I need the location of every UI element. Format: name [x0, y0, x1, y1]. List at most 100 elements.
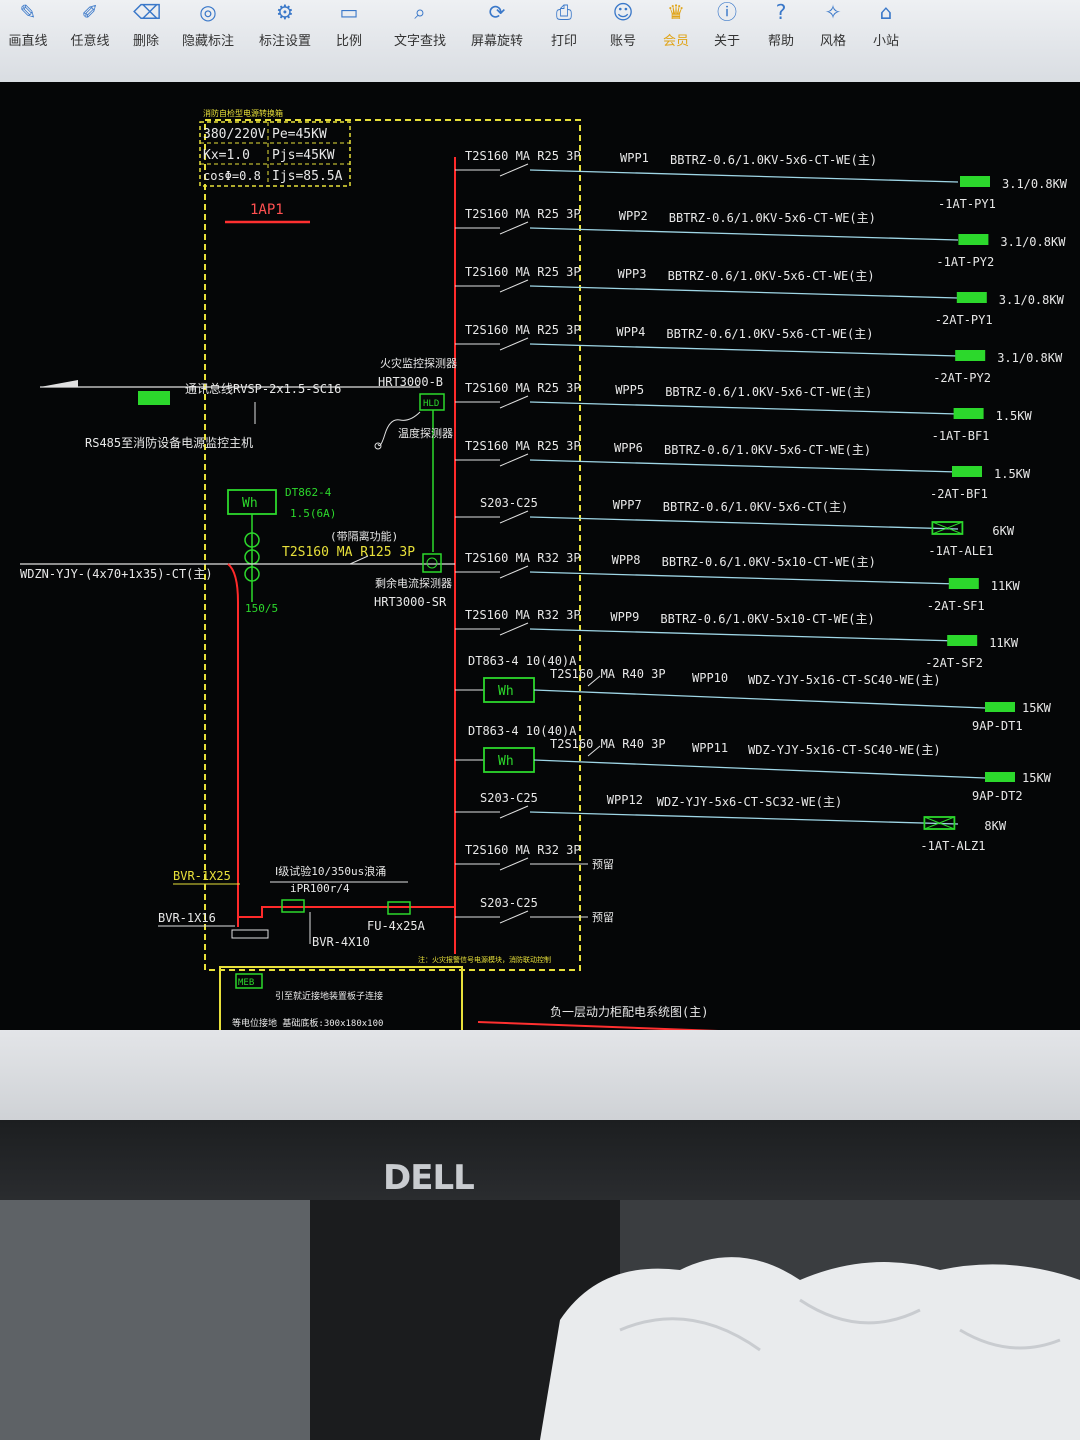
toolbar-label: 标注设置: [258, 34, 311, 49]
breaker-contact: [499, 510, 529, 524]
toolbar-label: 风格: [819, 34, 846, 49]
fuse-label: FU-4x25A: [367, 919, 426, 933]
toolbar-label: 删除: [132, 34, 159, 49]
feeder-cable: BBTRZ-0.6/1.0KV-5x6-CT-WE(主): [666, 327, 873, 341]
feeder-breaker-label: T2S160 MA R32 3P: [465, 551, 581, 565]
toolbar-button-1[interactable]: ✐任意线: [54, 0, 126, 80]
breaker-contact: [499, 337, 529, 351]
feeder-destination: -2AT-PY1: [935, 313, 993, 327]
toolbar-label: 关于: [713, 34, 740, 49]
feeder-id: WPP6: [614, 441, 643, 455]
fire-detector-title: 火灾监控探测器: [380, 356, 457, 370]
toolbar-button-13[interactable]: ✧ 风格: [797, 0, 869, 80]
station-icon: ⌂: [879, 0, 893, 24]
breaker-contact: [499, 279, 529, 293]
settings-icon: ⚙: [276, 0, 294, 24]
feeder-id: WPP1: [620, 151, 649, 165]
feeder-cable: BBTRZ-0.6/1.0KV-5x6-CT-WE(主): [668, 269, 875, 283]
feeder-load: 3.1/0.8KW: [1000, 235, 1066, 249]
feeder-load: 1.5KW: [996, 409, 1033, 423]
bvr-main-label: BVR-1X25: [173, 869, 231, 883]
feeder-cable: BBTRZ-0.6/1.0KV-5x6-CT-WE(主): [670, 153, 877, 167]
param-ijs: Ijs=85.5A: [272, 169, 343, 184]
feeder-breaker-label: T2S160 MA R25 3P: [465, 149, 581, 163]
top-note: 消防自检型电源转换箱: [203, 108, 283, 118]
vip-icon: ♛: [667, 0, 685, 24]
feeder-breaker-label: S203-C25: [480, 496, 538, 510]
ct-ratio: 150/5: [245, 602, 278, 615]
toolbar-label: 屏幕旋转: [470, 34, 523, 49]
load-symbol: [958, 234, 989, 245]
toolbar-button-6[interactable]: ⌕文字查找: [384, 0, 456, 80]
toolbar-button-3[interactable]: ◎隐藏标注: [172, 0, 244, 80]
breaker-contact: [499, 857, 529, 871]
toolbar-button-5[interactable]: ▭比例: [313, 0, 385, 80]
feeder-destination: -1AT-PY2: [936, 255, 994, 269]
main-breaker-note: (带隔离功能): [330, 529, 398, 543]
toolbar-button-8[interactable]: ⎙打印: [528, 0, 600, 80]
load-symbol: [960, 176, 990, 187]
toolbar-button-9[interactable]: ☺ 账号: [587, 0, 659, 80]
feeder-destination: -2AT-SF1: [927, 599, 985, 613]
toolbar-label: 会员: [662, 34, 689, 49]
toolbar-label: 账号: [609, 34, 636, 49]
feeder-id: WPP9: [610, 610, 639, 624]
drawing-title: 负一层动力柜配电系统图(主): [550, 1005, 708, 1019]
feeder-meter-model: DT863-4 10(40)A: [468, 724, 577, 738]
toolbar-button-14[interactable]: ⌂小站: [850, 0, 922, 80]
feeder-id: WPP4: [616, 325, 645, 339]
panel-enclosure: [204, 119, 581, 971]
toolbar-button-0[interactable]: ✎画直线: [0, 0, 64, 80]
hld-box: [419, 393, 445, 411]
help-icon: ?: [775, 0, 787, 24]
feeder-destination: -2AT-BF1: [930, 487, 988, 501]
feeder-cable: WDZ-YJY-5x16-CT-SC40-WE(主): [748, 743, 941, 757]
toolbar-button-10[interactable]: ♛ 会员: [640, 0, 712, 80]
monitor-bezel: [0, 1120, 1080, 1200]
breaker-contact: [499, 565, 529, 579]
user-icon: ☺: [612, 0, 634, 24]
cad-drawing-canvas[interactable]: 消防自检型电源转换箱 380/220V Pe=45KW Kx=1.0 Pjs=4…: [0, 82, 1080, 1044]
feeder-load: 11KW: [991, 579, 1021, 593]
feeder-cable: WDZ-YJY-5x16-CT-SC40-WE(主): [748, 673, 941, 687]
spare-label: 预留: [592, 858, 614, 871]
toolbar-button-4[interactable]: ⚙ 标注设置: [249, 0, 321, 80]
param-table: [199, 121, 351, 187]
rotate-icon: ⟳: [488, 0, 506, 24]
toolbar-button-2[interactable]: ⌫删除: [110, 0, 182, 80]
palette-icon: ✧: [824, 0, 842, 24]
feeder-destination: -1AT-BF1: [932, 429, 990, 443]
toolbar-label: 帮助: [767, 34, 794, 49]
panel-name: 1AP1: [250, 202, 284, 218]
pen-icon: ✐: [81, 0, 99, 24]
feeder-cable: BBTRZ-0.6/1.0KV-5x6-CT-WE(主): [669, 211, 876, 225]
load-symbol: [952, 466, 982, 477]
feeder-cable: BBTRZ-0.6/1.0KV-5x6-CT(主): [663, 500, 848, 514]
feeder-id: WPP8: [612, 553, 641, 567]
feeder-load: 3.1/0.8KW: [997, 351, 1063, 365]
feeder-id: WPP11: [692, 741, 728, 755]
toolbar-button-7[interactable]: ⟳ 屏幕旋转: [461, 0, 533, 80]
breaker-contact: [499, 221, 529, 235]
toolbar-button-12[interactable]: ? 帮助: [745, 0, 817, 80]
surge-protector: [281, 899, 305, 913]
feeder-load: 3.1/0.8KW: [1002, 177, 1068, 191]
distribution-system-diagram: 消防自检型电源转换箱 380/220V Pe=45KW Kx=1.0 Pjs=4…: [20, 108, 1068, 1044]
screen-bottom-glare: [0, 1030, 1080, 1120]
tissue-paper: [540, 1257, 1080, 1440]
param-cos: cosΦ=0.8: [203, 169, 261, 183]
info-icon: ⓘ: [717, 0, 737, 24]
feeder-breaker-label: S203-C25: [480, 896, 538, 910]
spd-title: Ⅰ级试验10/350us浪涌: [275, 864, 386, 878]
param-kx: Kx=1.0: [203, 148, 250, 163]
toolbar-button-11[interactable]: ⓘ 关于: [691, 0, 763, 80]
comm-line-label: 通讯总线RVSP-2x1.5-SC16: [185, 382, 341, 396]
feeder-load: 11KW: [989, 636, 1019, 650]
feeder-destination: 9AP-DT1: [972, 719, 1023, 733]
feeder-breaker-label: S203-C25: [480, 791, 538, 805]
feeder-breaker-label: T2S160 MA R25 3P: [465, 207, 581, 221]
meb-note: 引至就近接地装置板子连接: [275, 990, 383, 1002]
main-meter-rating: 1.5(6A): [290, 507, 336, 520]
